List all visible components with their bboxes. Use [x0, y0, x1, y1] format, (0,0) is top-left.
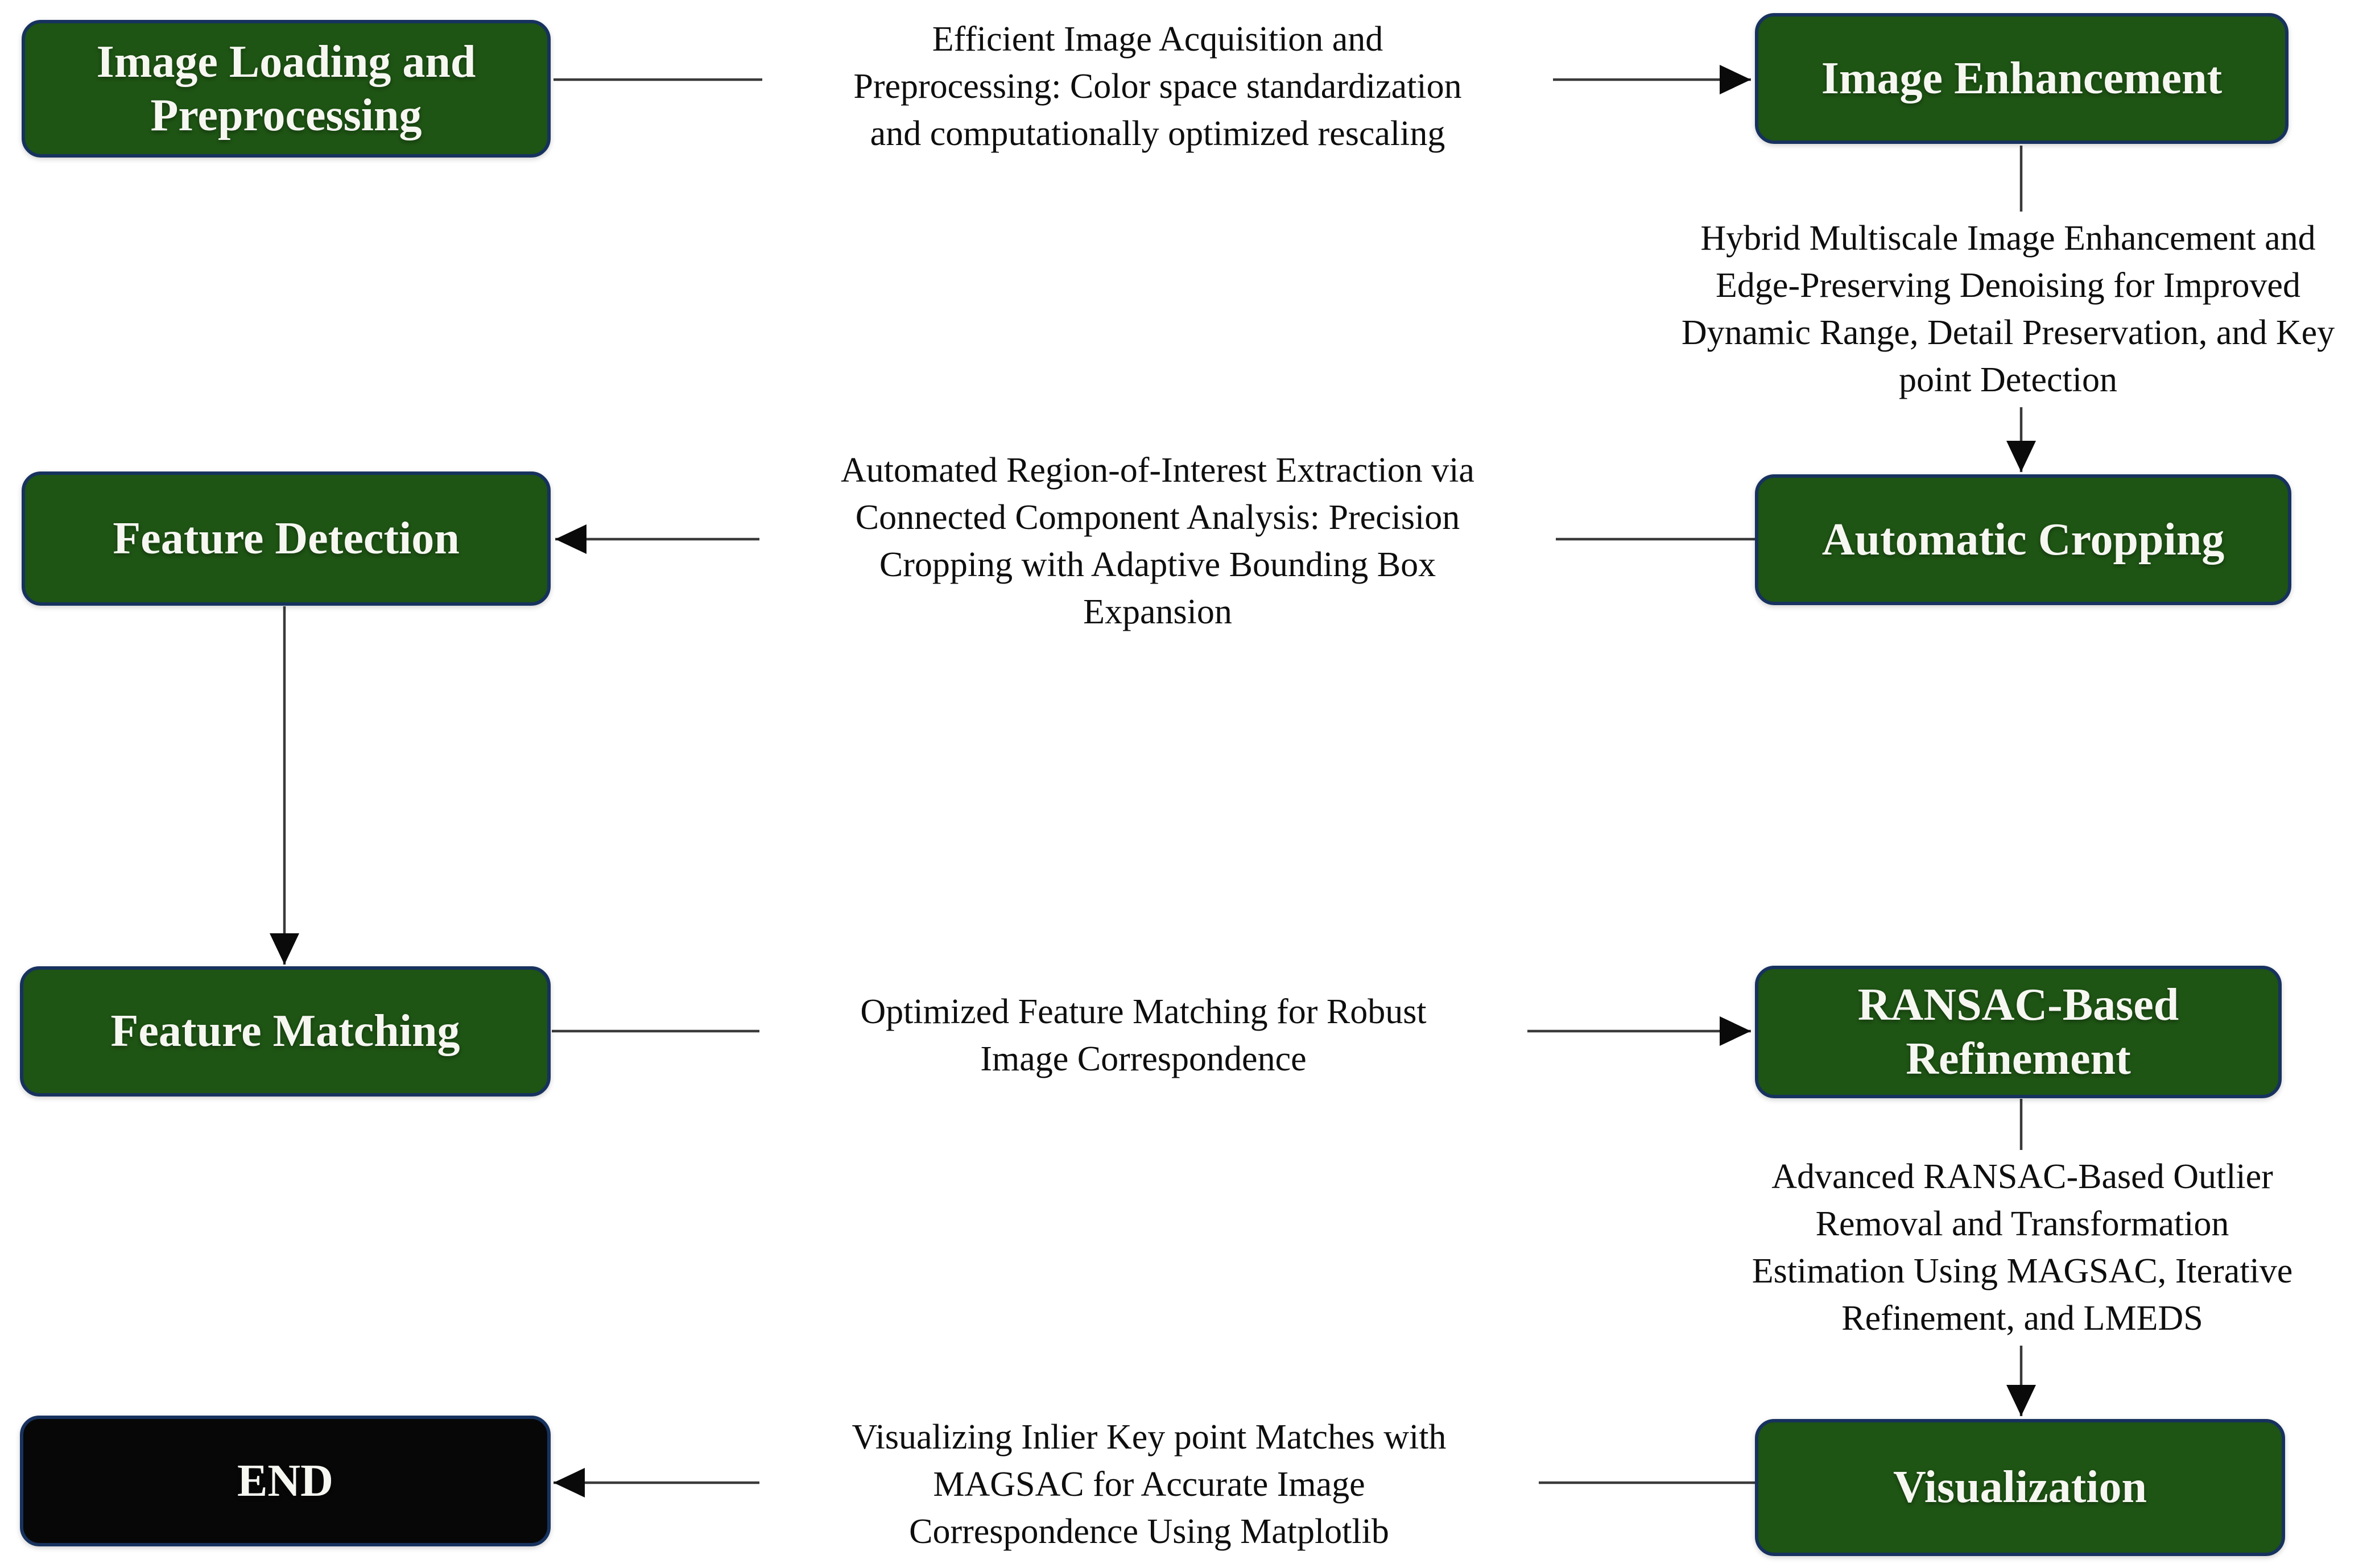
edge-label-visualization-to-end: Visualizing Inlier Key point Matches wit…: [759, 1410, 1539, 1559]
node-feature-detection: Feature Detection: [22, 471, 551, 606]
edge-label-ransac-to-visualization: Advanced RANSAC-Based Outlier Removal an…: [1638, 1150, 2371, 1346]
node-ransac-based-refinement: RANSAC-Based Refinement: [1755, 966, 2282, 1098]
node-end: END: [20, 1416, 551, 1546]
node-feature-matching: Feature Matching: [20, 966, 551, 1097]
edge-label-enhancement-to-cropping: Hybrid Multiscale Image Enhancement and …: [1624, 212, 2371, 408]
edge-label-matching-to-ransac: Optimized Feature Matching for Robust Im…: [759, 985, 1527, 1087]
node-visualization: Visualization: [1755, 1419, 2285, 1556]
node-image-enhancement: Image Enhancement: [1755, 13, 2289, 144]
edge-label-cropping-to-detection: Automated Region-of-Interest Extraction …: [759, 444, 1556, 640]
node-automatic-cropping: Automatic Cropping: [1755, 474, 2291, 605]
edge-label-loading-to-enhancement: Efficient Image Acquisition and Preproce…: [762, 13, 1553, 162]
node-image-loading-and-preprocessing: Image Loading and Preprocessing: [22, 20, 551, 158]
